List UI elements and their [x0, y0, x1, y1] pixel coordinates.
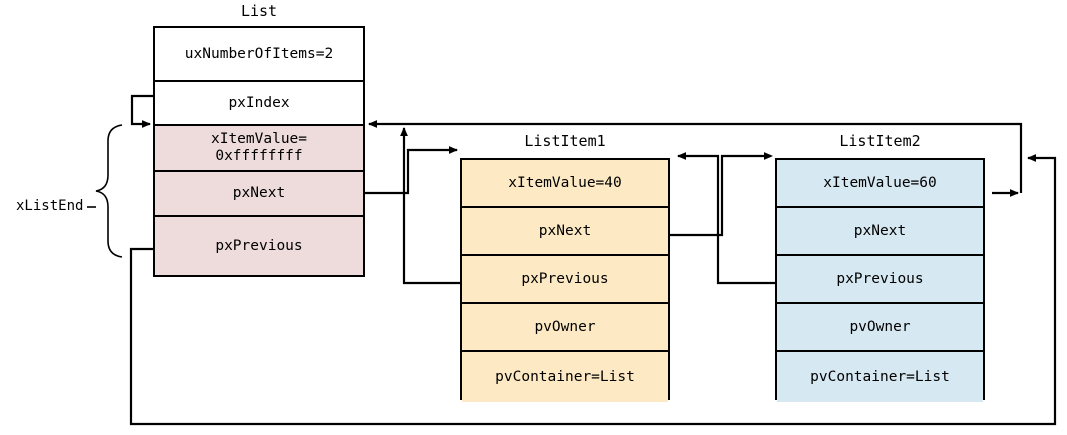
item1-field-pxprevious: pxPrevious — [462, 256, 668, 304]
item2-field-pvowner: pvOwner — [777, 304, 983, 352]
xlistend-brace — [87, 124, 123, 258]
item2-field-pvcontainer: pvContainer=List — [777, 352, 983, 402]
wire-list-pxprevious — [129, 154, 1057, 426]
item1-field-pxnext: pxNext — [462, 208, 668, 256]
wire-item1-pxnext — [670, 154, 762, 237]
listitem1-title: ListItem1 — [524, 132, 606, 150]
item2-field-pxprevious: pxPrevious — [777, 256, 983, 304]
item2-field-xitemvalue: xItemValue=60 — [777, 160, 983, 208]
item1-field-pvcontainer: pvContainer=List — [462, 352, 668, 402]
listitem2-title: ListItem2 — [839, 132, 921, 150]
wire-item1-pxprevious — [400, 127, 460, 285]
struct-listitem2: xItemValue=60 pxNext pxPrevious pvOwner … — [775, 158, 985, 402]
struct-list: uxNumberOfItems=2 pxIndex xItemValue= 0x… — [153, 26, 365, 277]
struct-listitem1: xItemValue=40 pxNext pxPrevious pvOwner … — [460, 158, 670, 402]
item1-field-xitemvalue: xItemValue=40 — [462, 160, 668, 208]
list-field-uxnumberofitems: uxNumberOfItems=2 — [155, 28, 363, 82]
list-field-pxindex: pxIndex — [155, 82, 363, 126]
wire-list-pxindex — [130, 94, 153, 128]
xlistend-label: xListEnd — [16, 198, 84, 214]
item1-field-pvowner: pvOwner — [462, 304, 668, 352]
item2-field-pxnext: pxNext — [777, 208, 983, 256]
list-field-xitemvalue: xItemValue= 0xffffffff — [155, 126, 363, 172]
wire-item2-pxprevious — [677, 152, 775, 285]
wire-item2-pxnext — [368, 120, 1023, 193]
list-title: List — [240, 2, 278, 20]
list-field-pxprevious: pxPrevious — [155, 217, 363, 275]
wire-list-pxnext — [365, 146, 458, 195]
list-field-pxnext: pxNext — [155, 172, 363, 217]
